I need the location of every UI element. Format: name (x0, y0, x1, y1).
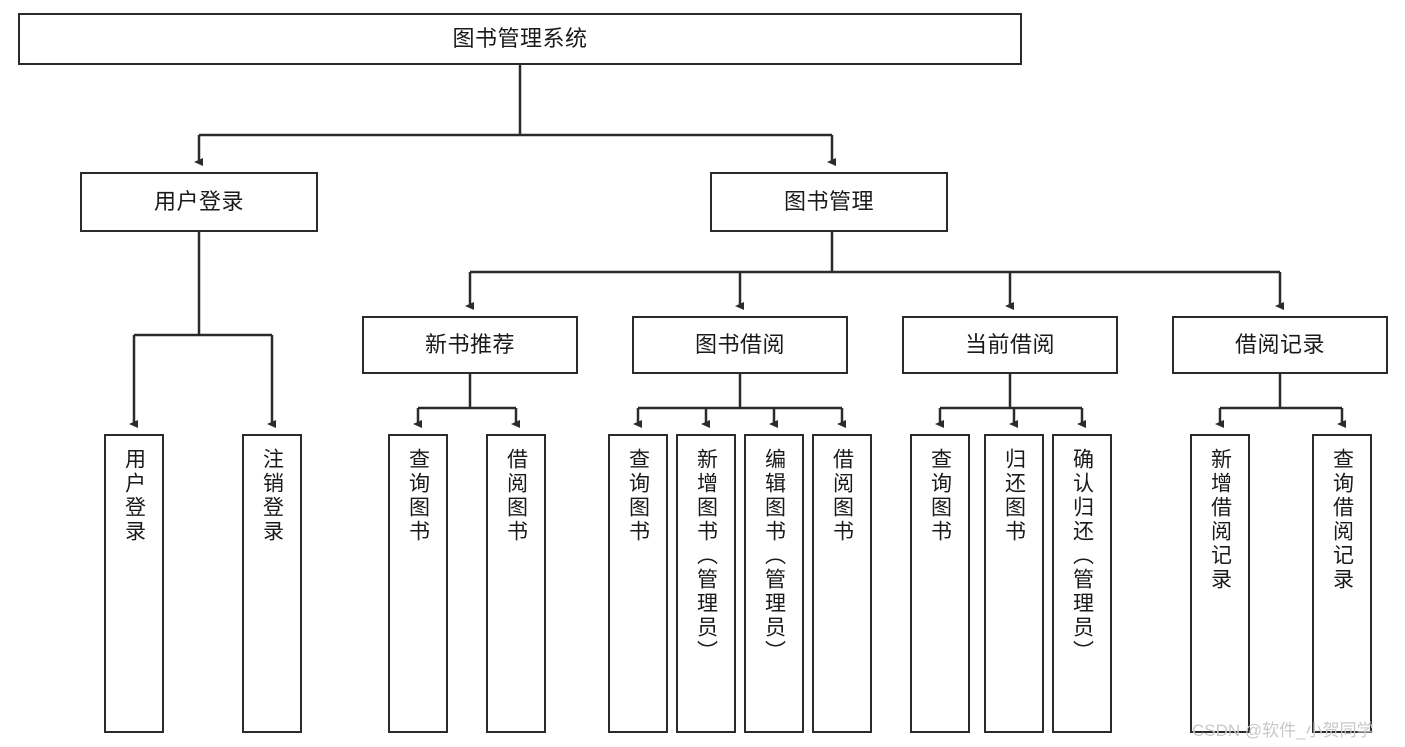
node-leaf-add-borrow-record[interactable]: 新增借阅记录 (1190, 434, 1250, 733)
node-leaf-confirm-return-admin-label: 确认归还（管理员） (1070, 448, 1094, 664)
node-leaf-borrow-book-1[interactable]: 借阅图书 (486, 434, 546, 733)
node-leaf-query-book-1[interactable]: 查询图书 (388, 434, 448, 733)
node-leaf-return-book[interactable]: 归还图书 (984, 434, 1044, 733)
node-leaf-query-book-2-label: 查询图书 (626, 448, 650, 544)
node-leaf-add-book-admin[interactable]: 新增图书（管理员） (676, 434, 736, 733)
node-leaf-query-book-3-label: 查询图书 (928, 448, 952, 544)
connector-group-borrow-record (1215, 374, 1346, 428)
connector-group-book-manage (465, 232, 1284, 310)
node-new-book-recommend-label: 新书推荐 (424, 332, 515, 358)
node-root[interactable]: 图书管理系统 (18, 13, 1022, 65)
node-book-manage-label: 图书管理 (783, 189, 874, 215)
node-leaf-logout-label: 注销登录 (260, 448, 284, 544)
node-book-borrow[interactable]: 图书借阅 (632, 316, 848, 374)
node-leaf-add-borrow-record-label: 新增借阅记录 (1208, 448, 1232, 592)
connector-group-new-book-recommend (413, 374, 520, 428)
node-leaf-borrow-book-2-label: 借阅图书 (830, 448, 854, 544)
connector-group-user-login (129, 232, 276, 428)
node-leaf-query-book-3[interactable]: 查询图书 (910, 434, 970, 733)
csdn-watermark: CSDN @软件_小贺同学 (1192, 721, 1374, 740)
node-borrow-record-label: 借阅记录 (1234, 332, 1325, 358)
node-leaf-query-borrow-record[interactable]: 查询借阅记录 (1312, 434, 1372, 733)
node-new-book-recommend[interactable]: 新书推荐 (362, 316, 578, 374)
node-leaf-confirm-return-admin[interactable]: 确认归还（管理员） (1052, 434, 1112, 733)
node-leaf-query-book-1-label: 查询图书 (406, 448, 430, 544)
connector-group-book-borrow (633, 374, 846, 428)
node-leaf-query-borrow-record-label: 查询借阅记录 (1330, 448, 1354, 592)
node-user-login[interactable]: 用户登录 (80, 172, 318, 232)
node-leaf-query-book-2[interactable]: 查询图书 (608, 434, 668, 733)
node-user-login-label: 用户登录 (153, 189, 244, 215)
node-leaf-borrow-book-2[interactable]: 借阅图书 (812, 434, 872, 733)
connector-group-root (194, 65, 836, 166)
node-book-borrow-label: 图书借阅 (694, 332, 785, 358)
node-leaf-logout[interactable]: 注销登录 (242, 434, 302, 733)
connector-group-current-borrow (935, 374, 1086, 428)
node-borrow-record[interactable]: 借阅记录 (1172, 316, 1388, 374)
node-book-manage[interactable]: 图书管理 (710, 172, 948, 232)
node-leaf-return-book-label: 归还图书 (1002, 448, 1026, 544)
node-current-borrow-label: 当前借阅 (964, 332, 1055, 358)
node-leaf-user-login-label: 用户登录 (122, 448, 146, 544)
node-leaf-borrow-book-1-label: 借阅图书 (504, 448, 528, 544)
node-leaf-edit-book-admin[interactable]: 编辑图书（管理员） (744, 434, 804, 733)
node-leaf-add-book-admin-label: 新增图书（管理员） (694, 448, 718, 664)
node-leaf-user-login[interactable]: 用户登录 (104, 434, 164, 733)
node-root-label: 图书管理系统 (452, 26, 588, 52)
node-leaf-edit-book-admin-label: 编辑图书（管理员） (762, 448, 786, 664)
node-current-borrow[interactable]: 当前借阅 (902, 316, 1118, 374)
